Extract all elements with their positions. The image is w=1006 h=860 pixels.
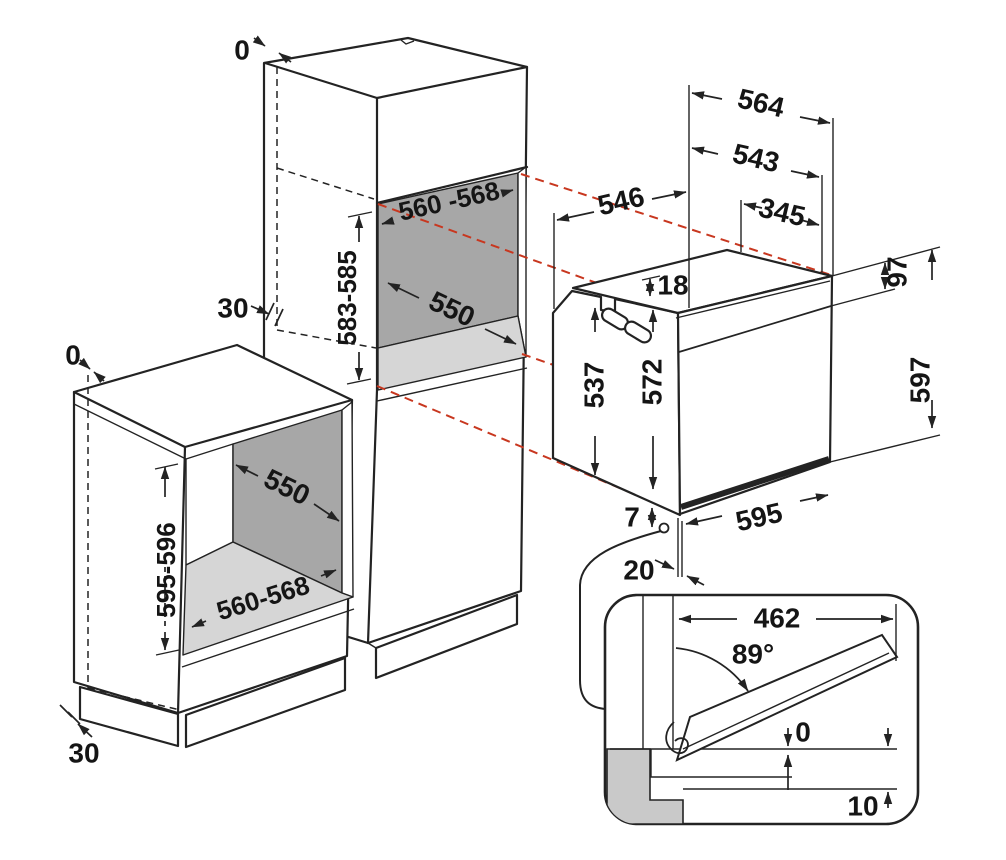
dim-base-niche-height: 595-596 <box>151 522 181 617</box>
door-detail: 462 89° 0 10 <box>579 530 920 826</box>
projection-line-top-left <box>377 203 678 313</box>
projection-line-top-right <box>520 173 832 276</box>
detail-hinge <box>665 721 689 755</box>
dim-oven-total-height: 597 <box>905 357 936 404</box>
dim-detail-opening-angle: 89° <box>732 639 774 670</box>
dim-oven-control-panel-height: 97 <box>882 256 913 287</box>
guide-lines <box>553 85 941 463</box>
detail-angle-arc <box>675 647 749 692</box>
oven-door-bottom-edge <box>680 456 830 510</box>
detail-open-door <box>675 633 899 762</box>
oven-cable-channel <box>677 518 683 577</box>
cable-exit-point <box>658 522 670 534</box>
oven <box>551 248 834 577</box>
detail-leader-line <box>579 530 662 710</box>
dim-oven-cable-gap: 20 <box>623 555 654 586</box>
dim-oven-width: 595 <box>733 497 785 538</box>
base-niche-shelf <box>182 541 354 656</box>
base-cabinet <box>72 343 355 749</box>
dim-detail-door-reach: 462 <box>754 603 801 634</box>
dim-base-rear-gap: 30 <box>68 738 99 769</box>
dim-oven-top-rear-depth: 345 <box>756 192 808 233</box>
tall-niche-shelf <box>377 315 527 391</box>
oven-control-panel-edge <box>678 305 832 353</box>
oven-left-panel <box>551 289 682 517</box>
dim-oven-top-recess: 18 <box>657 270 688 301</box>
tall-cabinet-plinth <box>374 593 519 680</box>
dim-tall-niche-height: 583-585 <box>332 250 362 345</box>
dim-oven-rear-height: 537 <box>579 362 610 409</box>
dim-oven-bottom-gap: 7 <box>624 502 640 533</box>
dim-detail-zero-clearance: 0 <box>795 717 811 748</box>
oven-vent-slot-2 <box>623 320 653 344</box>
dim-tall-top-gap: 0 <box>234 35 250 66</box>
dim-oven-total-depth: 564 <box>735 83 788 124</box>
dim-oven-body-depth: 543 <box>730 138 782 179</box>
dim-oven-front-height: 572 <box>637 359 668 406</box>
dim-tall-rear-gap: 30 <box>217 293 248 324</box>
dim-detail-plinth-clearance: 10 <box>847 791 878 822</box>
dim-oven-side-depth: 546 <box>595 181 647 222</box>
dim-base-top-gap: 0 <box>65 340 81 371</box>
base-cabinet-plinth <box>184 656 347 749</box>
